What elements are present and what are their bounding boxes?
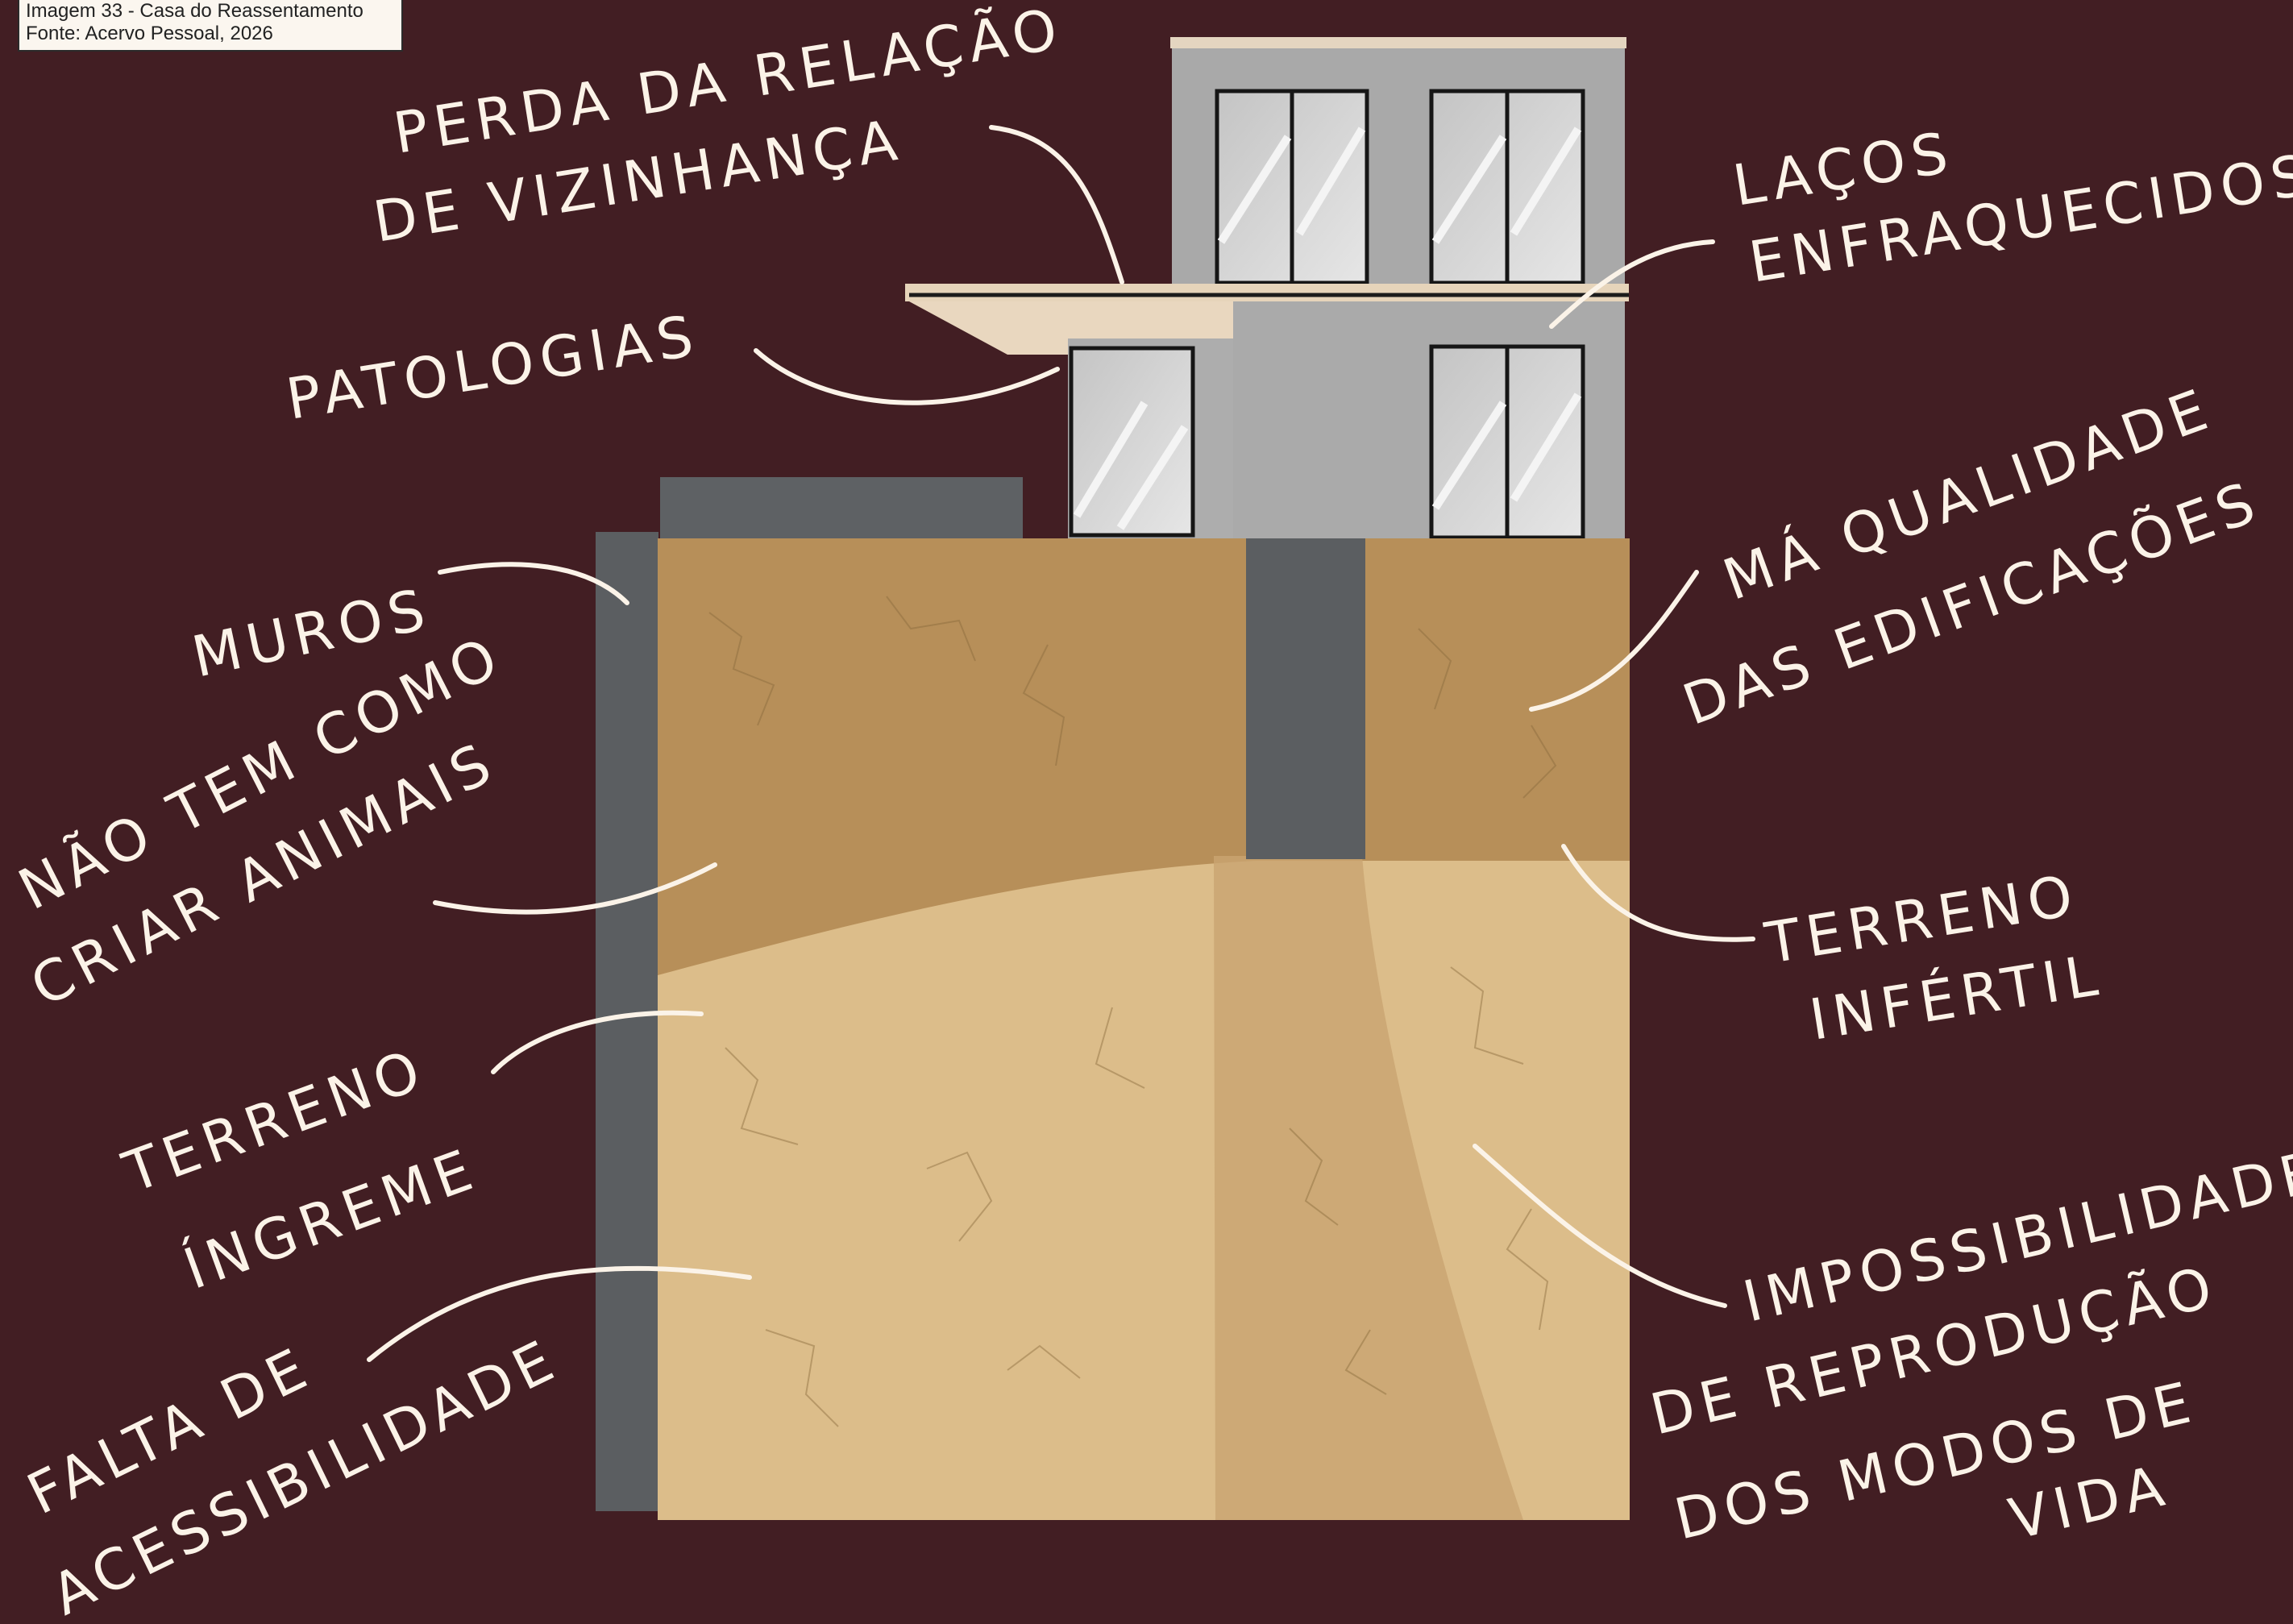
leader-perda [991, 127, 1122, 282]
label-patologias: PATOLOGIAS [282, 302, 704, 433]
floor-slab [905, 284, 1629, 301]
label-perda-relacao: PERDA DA RELAÇÃO DE VIZINHANÇA [369, 0, 1068, 255]
image-caption: Imagem 33 - Casa do Reassentamento Fonte… [18, 0, 403, 52]
lower-window-right [1431, 347, 1583, 538]
upper-window-left [1217, 91, 1367, 283]
top-wall [660, 477, 1023, 542]
caption-source: Fonte: Acervo Pessoal, 2026 [26, 23, 395, 45]
left-retaining-wall [596, 532, 658, 1511]
label-criar-animais: NÃO TEM COMO CRIAR ANIMAIS [8, 622, 513, 1020]
leader-patologias [756, 351, 1057, 403]
caption-title: Imagem 33 - Casa do Reassentamento [26, 0, 395, 23]
upper-window-right [1431, 91, 1583, 283]
label-acessibilidade: FALTA DE ACESSIBILIDADE [18, 1326, 570, 1624]
central-drain-wall [1246, 538, 1365, 859]
label-terreno-ingreme: TERRENO ÍNGREME [114, 1036, 487, 1302]
label-ma-qualidade: MÁ QUALIDADE DAS EDIFICAÇÕES [1675, 375, 2270, 738]
label-patologias-text: PATOLOGIAS [282, 302, 704, 433]
label-terreno-infertil: TERRENO INFÉRTIL [1760, 862, 2108, 1053]
label-lacos: LAÇOS ENFRAQUECIDOS [1729, 119, 2293, 296]
roof-cap [1170, 37, 1626, 48]
lower-window-left [1071, 348, 1193, 535]
label-impossibilidade: IMPOSSIBILIDADE DE REPRODUÇÃO DOS MODOS … [1644, 1137, 2293, 1552]
